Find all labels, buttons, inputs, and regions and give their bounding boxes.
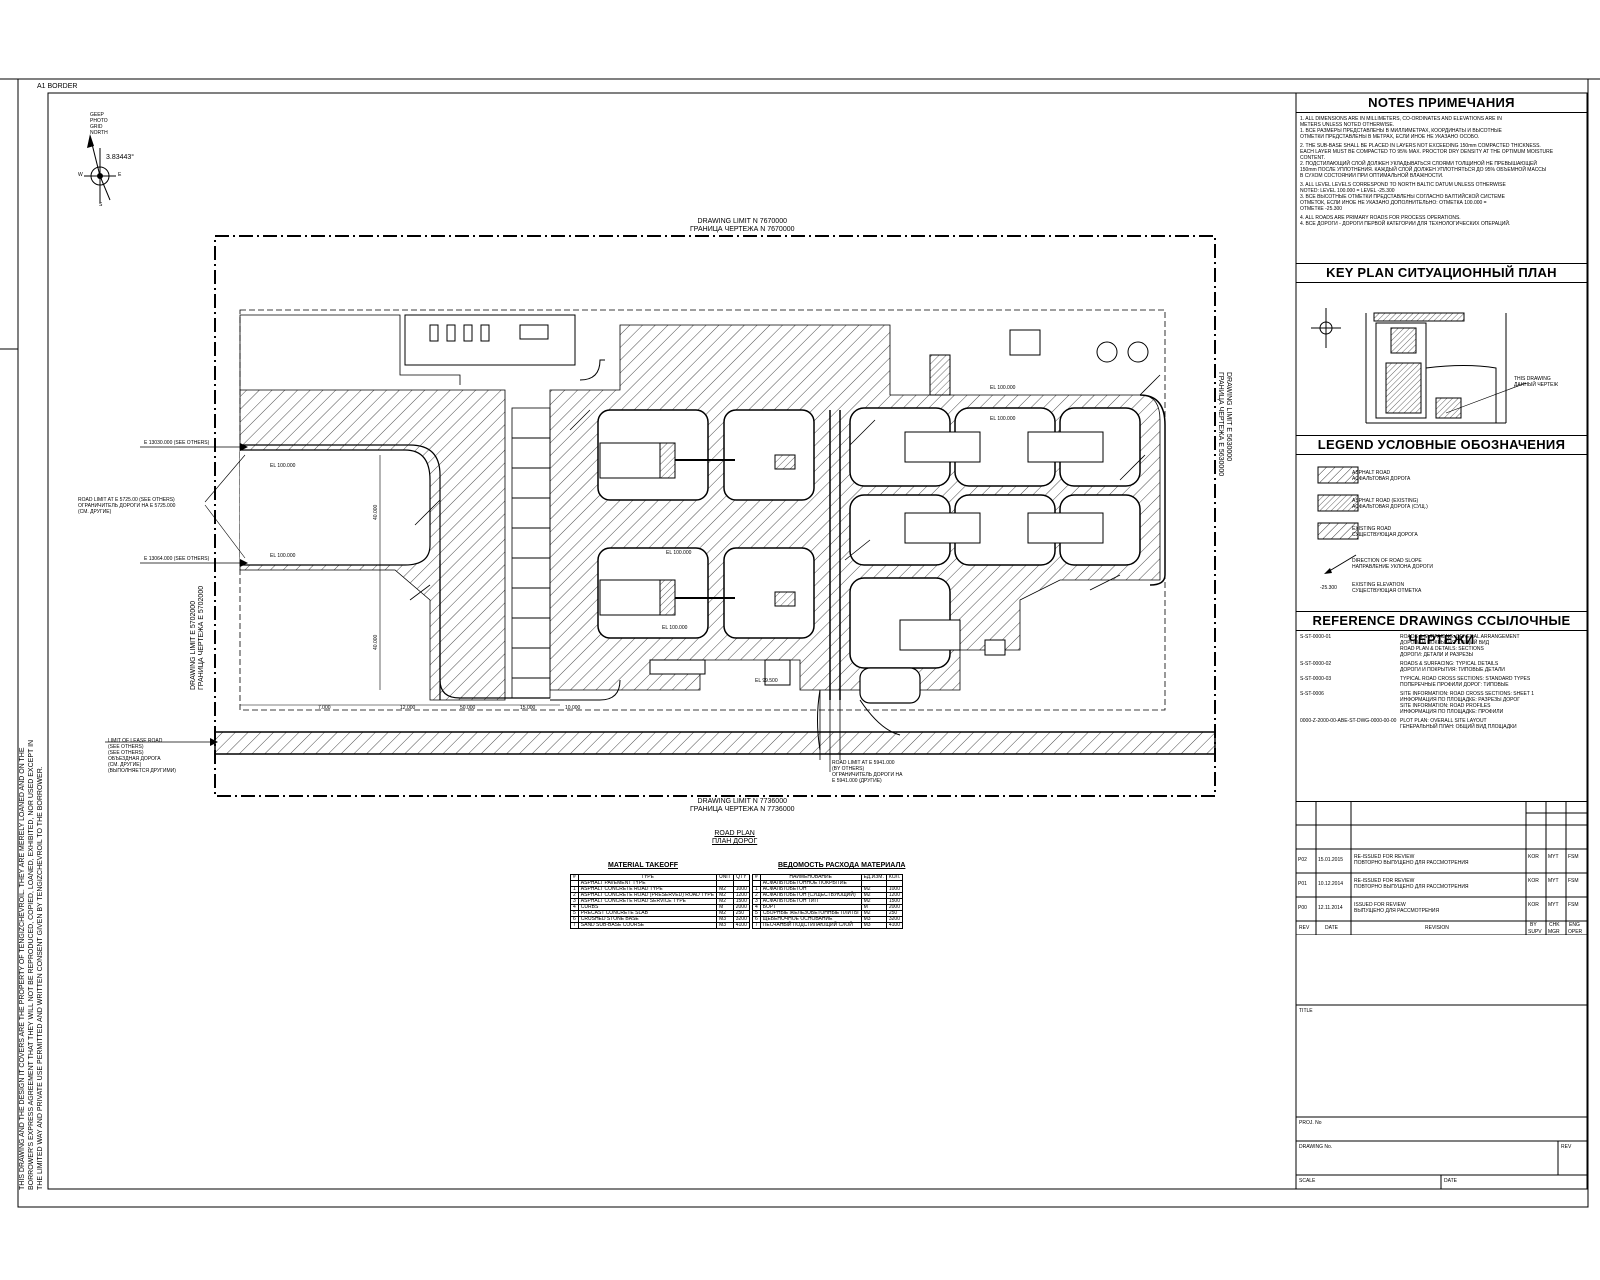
material-takeoff-title: MATERIAL TAKEOFF <box>608 862 678 869</box>
rev-row-1-by: KOR <box>1528 854 1539 860</box>
dim-bottom-2: 12.000 <box>400 705 416 711</box>
east-label: E <box>118 172 122 178</box>
rev-header-mgr: MGR <box>1548 929 1560 935</box>
rev-row-1-date: 15.01.2015 <box>1318 857 1344 863</box>
scale-label: SCALE <box>1299 1178 1316 1184</box>
rev-row-3-date: 12.11.2014 <box>1318 905 1343 911</box>
west-label: W <box>78 172 83 178</box>
legend-panel: LEGEND УСЛОВНЫЕ ОБОЗНАЧЕНИЯ ASPHALT ROAD… <box>1296 435 1587 612</box>
rev-header-supv: SUPV <box>1528 929 1542 935</box>
border-label: A1 BORDER <box>37 83 78 90</box>
dim-bottom-3: 50.000 <box>460 705 476 711</box>
rev-header-eng: ENG <box>1569 922 1580 928</box>
key-plan-map <box>1311 308 1527 424</box>
el-label-5: EL 99.500 <box>755 678 778 684</box>
rev-header-rev: REV <box>1299 925 1310 931</box>
rev-row-2-rev: P01 <box>1298 881 1307 887</box>
el-label-1: EL 100.000 <box>990 385 1016 391</box>
list-item: 0000-Z-2000-00-ABE-ST-DWG-0000-00-00 PLO… <box>1300 718 1517 730</box>
dim-left-2: 40.000 <box>373 634 379 650</box>
legend-elevation-symbol: -25.300 <box>1320 585 1337 591</box>
title-label: TITLE <box>1299 1008 1313 1014</box>
dim-left-1: 40.000 <box>373 504 379 520</box>
rev-header-chk: CHK <box>1549 922 1560 928</box>
limit-left-top: E 13030.000 (SEE OTHERS) <box>144 440 210 446</box>
dim-bottom-1: 7.000 <box>318 705 331 711</box>
rev-row-3-eng: FSM <box>1568 902 1579 908</box>
road-limit-note: ROAD LIMIT AT E 5725.00 (SEE OTHERS)ОГРА… <box>78 497 176 515</box>
limit-left-bottom: E 13064.000 (SEE OTHERS) <box>144 556 210 562</box>
rev-header-oper: OPER <box>1568 929 1583 935</box>
rev-row-3-rev: P00 <box>1298 905 1307 911</box>
el-label-2: EL 100.000 <box>990 416 1016 422</box>
list-item: S-ST-0000-01 ROADS & SURFACING: GENERAL … <box>1300 634 1520 658</box>
rev-label: REV <box>1561 1144 1572 1150</box>
title-block-grid <box>1296 1004 1587 1189</box>
rev-row-2-chk: MYT <box>1548 878 1559 884</box>
legend-title: LEGEND УСЛОВНЫЕ ОБОЗНАЧЕНИЯ <box>1296 435 1587 455</box>
list-item: S-ST-0000-02 ROADS & SURFACING: TYPICAL … <box>1300 661 1505 673</box>
rev-row-1-eng: FSM <box>1568 854 1579 860</box>
reference-panel: REFERENCE DRAWINGS ССЫЛОЧНЫЕ ЧЕРТЕЖИ S-S… <box>1296 611 1587 802</box>
el-label-4: EL 100.000 <box>662 625 688 631</box>
el-left-top: EL 100.000 <box>270 463 296 469</box>
rev-header-revision: REVISION <box>1425 925 1449 931</box>
drawing-label: DRAWING No. <box>1299 1144 1333 1150</box>
list-item: S-ST-0006 SITE INFORMATION: ROAD CROSS S… <box>1300 691 1534 715</box>
rev-header-date: DATE <box>1325 925 1338 931</box>
dim-bottom-5: 10.000 <box>565 705 581 711</box>
rev-row-2-by: KOR <box>1528 878 1539 884</box>
rev-row-3-chk: MYT <box>1548 902 1559 908</box>
rev-row-2-date: 10.12.2014 <box>1318 881 1344 887</box>
key-plan-title: KEY PLAN СИТУАЦИОННЫЙ ПЛАН <box>1296 263 1587 283</box>
materials-ru-title: ВЕДОМОСТЬ РАСХОДА МАТЕРИАЛА <box>778 862 906 869</box>
revision-grid <box>1296 801 1587 935</box>
proj-label: PROJ. No <box>1299 1120 1322 1126</box>
reference-list: S-ST-0000-01 ROADS & SURFACING: GENERAL … <box>1296 631 1587 736</box>
rev-row-2-eng: FSM <box>1568 878 1579 884</box>
rev-row-1-chk: MYT <box>1548 854 1559 860</box>
rev-row-3-by: KOR <box>1528 902 1539 908</box>
el-left-bottom: EL 100.000 <box>270 553 296 559</box>
bottom-road-center: ROAD LIMIT AT E 5941.000(BY OTHERS)ОГРАН… <box>832 760 903 784</box>
north-arrow-icon <box>84 134 116 203</box>
legend-item-2: ASPHALT ROAD (EXISTING)АСФАЛЬТОВАЯ ДОРОГ… <box>1352 498 1428 510</box>
south-label: S <box>99 202 103 208</box>
list-item: S-ST-0000-03 TYPICAL ROAD CROSS SECTIONS… <box>1300 676 1531 688</box>
reference-title: REFERENCE DRAWINGS ССЫЛОЧНЫЕ ЧЕРТЕЖИ <box>1296 611 1587 647</box>
rev-header-by: BY <box>1530 922 1537 928</box>
notes-title: NOTES ПРИМЕЧАНИЯ <box>1296 93 1587 113</box>
notes-panel: NOTES ПРИМЕЧАНИЯ 1. ALL DIMENSIONS ARE I… <box>1296 93 1587 264</box>
dim-bottom-4: 15.000 <box>520 705 536 711</box>
el-label-3: EL 100.000 <box>666 550 692 556</box>
legend-swatches <box>1317 466 1359 574</box>
date-label: DATE <box>1444 1178 1457 1184</box>
rev-row-1-rev: P02 <box>1298 857 1307 863</box>
site-plan <box>105 235 1216 797</box>
bottom-road-left: LIMIT OF LEASE ROAD(SEE OTHERS)(SEE OTHE… <box>108 738 176 774</box>
north-angle: 3.83443° <box>106 154 135 161</box>
notes-body: 1. ALL DIMENSIONS ARE IN MILLIMETERS, CO… <box>1300 116 1554 227</box>
